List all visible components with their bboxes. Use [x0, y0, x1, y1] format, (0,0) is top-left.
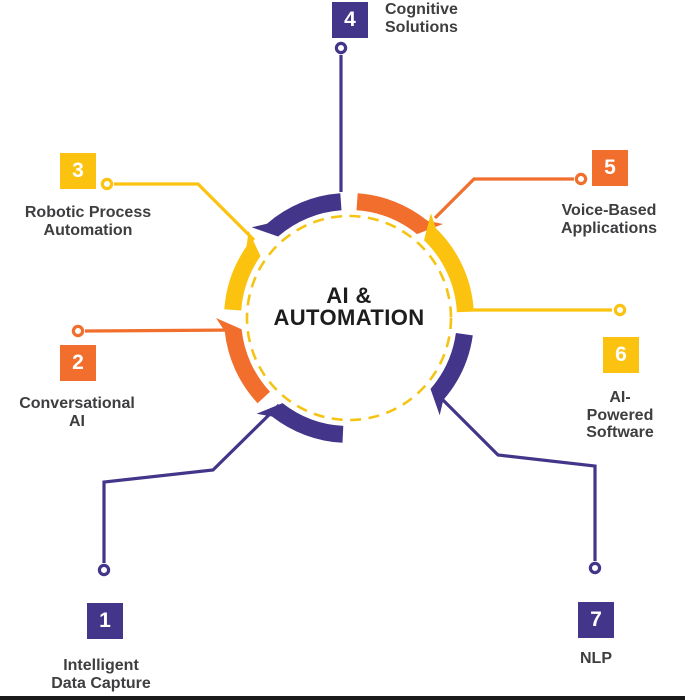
number-badge-3: 3	[60, 153, 96, 189]
item-label-4: Cognitive Solutions	[385, 1, 458, 36]
item-label-3: Robotic Process Automation	[24, 204, 152, 239]
connector-dot-7	[588, 561, 602, 575]
connector-line-2	[84, 328, 239, 333]
number-badge-5: 5	[592, 150, 628, 186]
connector-dot-3	[100, 177, 114, 191]
item-label-1: Intelligent Data Capture	[51, 657, 151, 692]
ring-segment-3	[224, 230, 261, 311]
connector-dot-2	[71, 324, 85, 338]
number-badge-7: 7	[578, 602, 614, 638]
connector-line-3	[114, 182, 256, 242]
ring-segment-2	[216, 318, 270, 404]
ring-segment-6	[424, 213, 474, 313]
item-label-7: NLP	[580, 650, 612, 667]
item-label-6: AI-Powered Software	[586, 389, 654, 441]
connector-dot-1	[97, 563, 111, 577]
ring-segment-4	[251, 193, 342, 237]
ring-segment-7	[430, 333, 473, 416]
connector-dot-5	[574, 172, 588, 186]
bottom-bar	[0, 696, 685, 700]
number-badge-2: 2	[60, 345, 96, 381]
connector-dot-6	[613, 303, 627, 317]
dashed-circle	[245, 214, 453, 422]
connector-line-5	[433, 177, 574, 220]
center-title-line1: AI &	[326, 283, 372, 308]
number-badge-4: 4	[332, 2, 368, 38]
ring-segment-5	[356, 193, 443, 235]
connector-line-1	[102, 403, 281, 563]
number-badge-6: 6	[603, 337, 639, 373]
number-badge-1: 1	[87, 603, 123, 639]
connector-line-7	[432, 389, 597, 561]
center-title-line2: AUTOMATION	[273, 305, 425, 330]
connector-dot-4	[334, 41, 348, 55]
ring-segment-1	[256, 403, 344, 443]
item-label-5: Voice-Based Applications	[560, 202, 658, 237]
item-label-2: Conversational AI	[19, 395, 135, 430]
center-title: AI & AUTOMATION	[273, 285, 424, 329]
